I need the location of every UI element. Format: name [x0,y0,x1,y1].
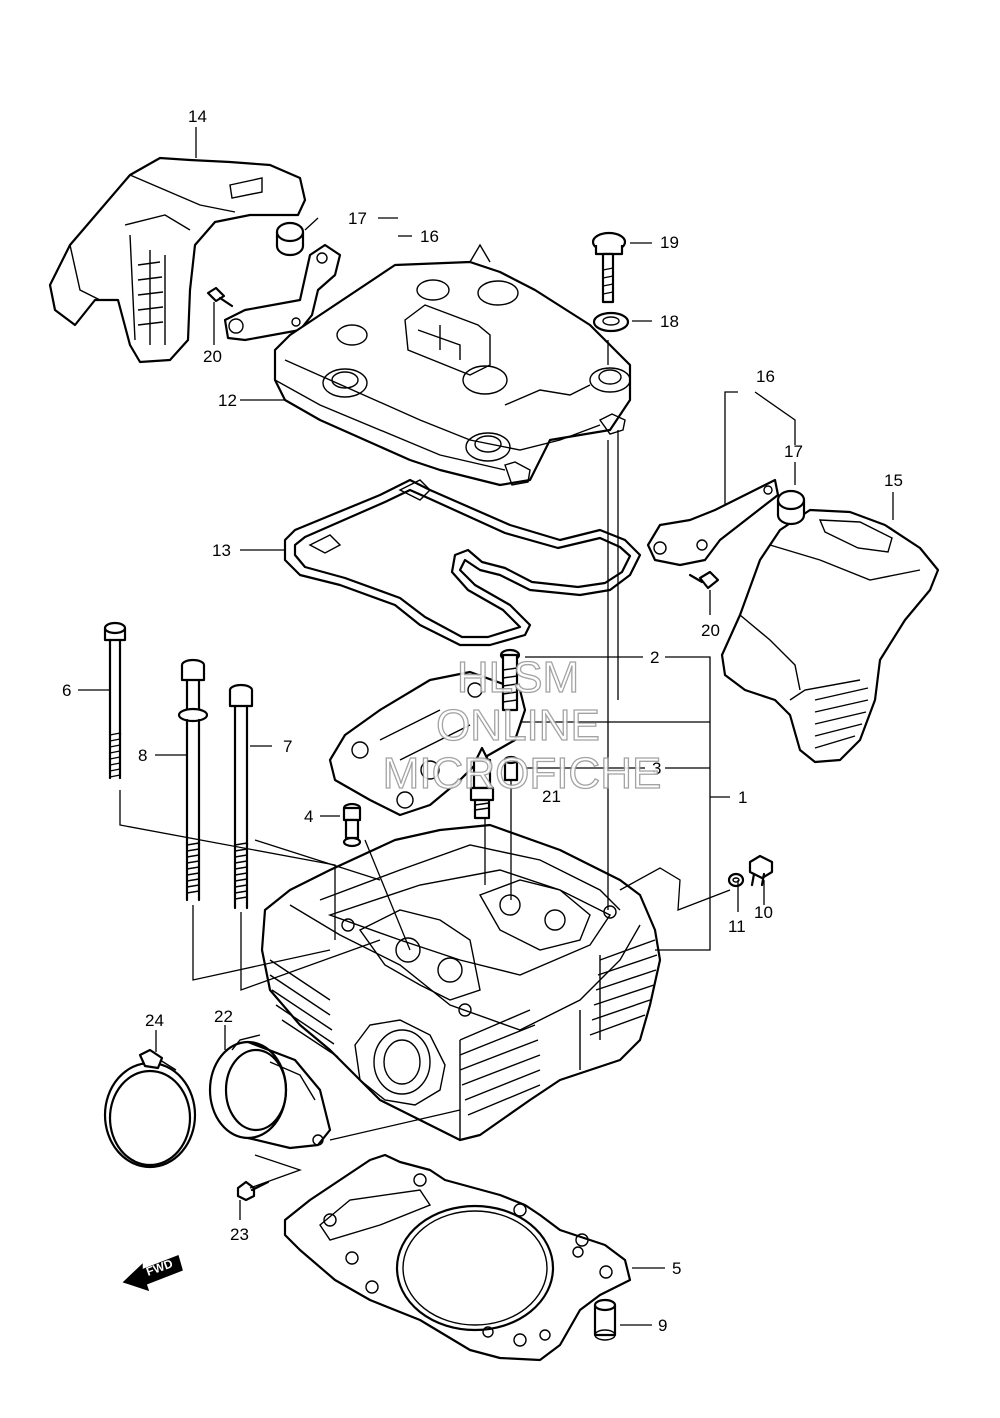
part-21-spark-plug[interactable] [469,746,495,820]
callout-11: 11 [728,917,746,936]
watermark-line-2: ONLINE [436,701,600,750]
part-23-bolt[interactable] [236,1180,270,1202]
part-1-cylinder-head[interactable] [260,823,662,1142]
part-11-washer[interactable] [727,872,745,888]
callout-16-right: 16 [756,367,775,386]
part-19-cover-bolt[interactable] [591,231,627,304]
callout-15: 15 [884,471,903,490]
part-14-left-head-cover[interactable] [48,156,307,364]
callout-3: 3 [652,759,661,778]
callout-17-left: 17 [348,209,367,228]
part-15-right-head-cover[interactable] [720,508,940,764]
part-18-washer[interactable] [592,311,630,333]
part-20-left-bolt[interactable] [206,286,234,308]
watermark-line-1: HLSM [457,653,579,702]
assembly-guide-lines [119,340,731,1189]
callout-19: 19 [660,233,679,252]
callout-24: 24 [145,1011,164,1030]
callout-14: 14 [188,107,207,126]
watermark-line-3: MICROFICHE [383,749,662,798]
callout-5: 5 [672,1259,681,1278]
part-10-bolt[interactable] [748,854,774,887]
part-4-stud[interactable] [342,802,362,848]
callout-10: 10 [754,903,773,922]
forward-arrow-icon: FWD [122,1255,183,1292]
callout-2: 2 [650,648,659,667]
part-17-left-grommet[interactable] [275,221,305,257]
callout-6: 6 [62,681,71,700]
part-16-left-bracket[interactable] [223,243,342,342]
part-22-intake-pipe[interactable] [208,1034,332,1150]
callout-1: 1 [738,788,747,807]
callout-23: 23 [230,1225,249,1244]
part-5-head-gasket[interactable] [283,1153,632,1362]
callout-18: 18 [660,312,679,331]
callout-labels: 14 17 16 19 18 20 12 16 17 15 13 20 6 8 … [62,107,903,1335]
callout-20-left: 20 [203,347,222,366]
part-16-right-bracket[interactable] [646,478,780,567]
part-12-cylinder-head-cover[interactable] [273,243,632,487]
part-24-clamp[interactable] [103,1048,197,1169]
callout-16-left: 16 [420,227,439,246]
callout-4: 4 [304,807,313,826]
part-7-head-bolt[interactable] [228,683,254,910]
leader-lines [78,127,894,1326]
callout-21: 21 [542,787,561,806]
callout-13: 13 [212,541,231,560]
callout-7: 7 [283,737,292,756]
callout-17-right: 17 [784,442,803,461]
part-9-dowel[interactable] [593,1298,617,1341]
part-8-long-head-bolt[interactable] [177,658,209,902]
callout-22: 22 [214,1007,233,1026]
callout-12: 12 [218,391,237,410]
callout-20-right: 20 [701,621,720,640]
part-20-right-bolt[interactable] [688,570,720,590]
part-13-head-cover-gasket[interactable] [283,478,642,647]
watermark: HLSM ONLINE MICROFICHE [382,652,662,798]
part-17-right-grommet[interactable] [776,489,806,526]
part-2-head-plate[interactable] [328,670,527,817]
callout-9: 9 [658,1316,667,1335]
callout-8: 8 [138,746,147,765]
part-6-head-bolt[interactable] [103,621,127,780]
part-2-stud-bolt[interactable] [499,648,521,712]
